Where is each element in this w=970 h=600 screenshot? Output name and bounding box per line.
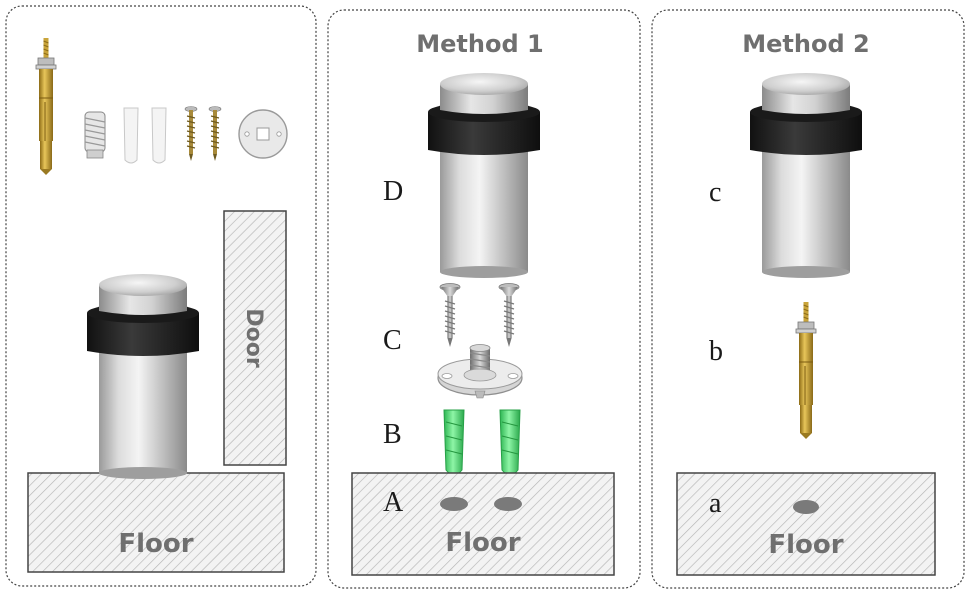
door-block: Door (224, 211, 286, 465)
drill-hole-single (793, 500, 819, 514)
door-label: Door (241, 308, 266, 367)
floor-label-method-2: Floor (768, 530, 843, 560)
anchor-plug-left-icon (444, 410, 464, 475)
anchor-plug-right-icon (500, 410, 520, 475)
step-label-a: A (383, 487, 404, 518)
door-stop-method-1 (428, 73, 540, 278)
spring-nut-part (85, 112, 105, 158)
floor-label-left: Floor (118, 529, 193, 559)
step-label-d: D (383, 176, 403, 207)
drill-hole-left (440, 497, 468, 511)
base-plate-part (239, 110, 287, 158)
step-label-b: B (383, 419, 402, 450)
step-label-a-lower: a (709, 488, 722, 519)
step-label-b-lower: b (709, 336, 723, 367)
door-stop-method-2 (750, 73, 862, 278)
method-1-title: Method 1 (416, 30, 543, 58)
step-label-c-lower: c (709, 177, 721, 208)
method-2-title: Method 2 (742, 30, 869, 58)
step-label-c: C (383, 325, 402, 356)
drill-hole-right (494, 497, 522, 511)
floor-label-method-1: Floor (445, 528, 520, 558)
floor-block-left: Floor (28, 473, 284, 572)
door-stop-assembled (87, 274, 199, 479)
